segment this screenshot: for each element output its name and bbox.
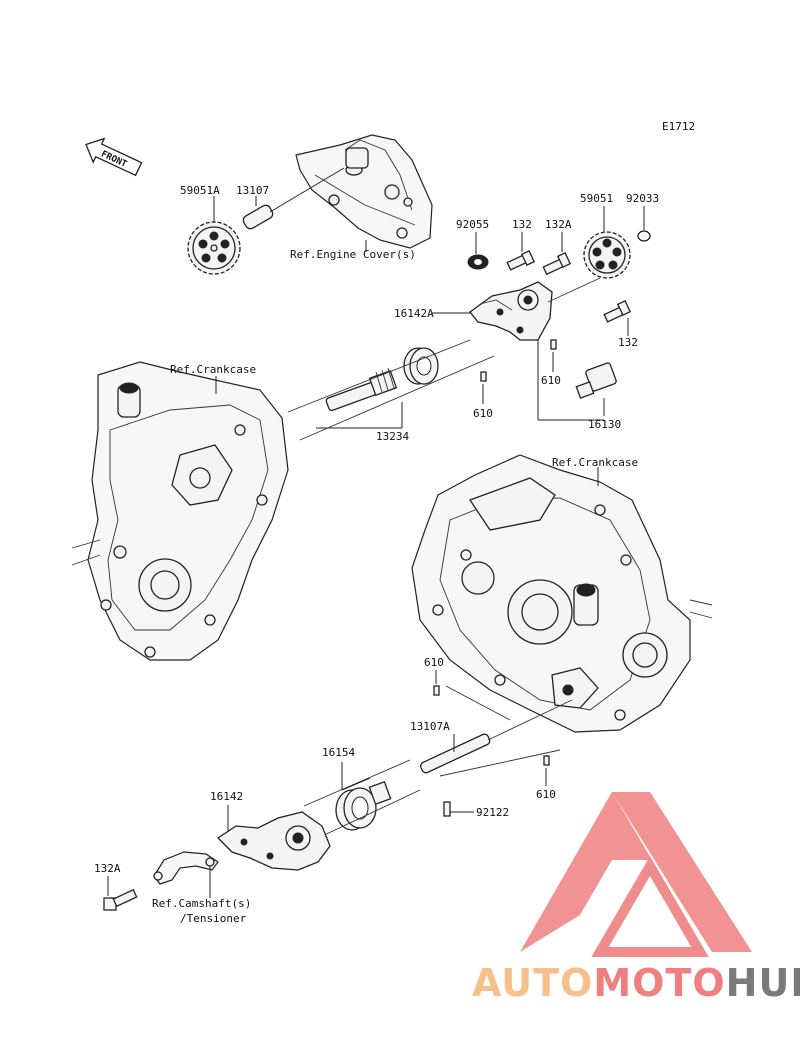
- label-132-top: 132: [512, 218, 532, 231]
- ref-crankcase-left: Ref.Crankcase: [170, 363, 256, 376]
- seal-92055: [467, 254, 489, 270]
- shaft-13107: [242, 167, 345, 230]
- diagram-code: E1712: [662, 120, 695, 133]
- ref-camshaft: Ref.Camshaft(s): [152, 897, 251, 910]
- label-92033: 92033: [626, 192, 659, 205]
- camshaft-tensioner-ref-drawing: [153, 851, 219, 885]
- rotor-13234: [403, 347, 439, 385]
- ref-crankcase-right: Ref.Crankcase: [552, 456, 638, 469]
- bolt-132a-top: [542, 252, 572, 276]
- label-59051a: 59051A: [180, 184, 220, 197]
- label-132-right: 132: [618, 336, 638, 349]
- label-13234: 13234: [376, 430, 409, 443]
- dowel-pin-c: [433, 685, 440, 696]
- ref-engine-cover: Ref.Engine Cover(s): [290, 248, 416, 261]
- dowel-pin-b: [480, 371, 487, 382]
- label-92055: 92055: [456, 218, 489, 231]
- bolt-132-right: [603, 300, 632, 323]
- label-13107a: 13107A: [410, 720, 450, 733]
- label-16142a: 16142A: [394, 307, 434, 320]
- crankcase-left-drawing: [71, 361, 289, 661]
- sprocket-59051a: [187, 221, 241, 275]
- label-13107: 13107: [236, 184, 269, 197]
- label-610-b: 610: [473, 407, 493, 420]
- label-16130: 16130: [588, 418, 621, 431]
- pump-shaft-13234: [325, 367, 398, 412]
- label-92122: 92122: [476, 806, 509, 819]
- pin-92122: [443, 801, 451, 817]
- label-59051: 59051: [580, 192, 613, 205]
- logo-moto: MOTO: [593, 961, 725, 1005]
- svg-text:AUTOMOTOHUB: AUTOMOTOHUB: [472, 961, 800, 1005]
- label-610-a: 610: [541, 374, 561, 387]
- oil-pump-cover-16142a: [469, 281, 553, 341]
- label-16142: 16142: [210, 790, 243, 803]
- bolt-132-top: [506, 250, 536, 271]
- sprocket-59051: [583, 231, 631, 279]
- label-132a-bottom: 132A: [94, 862, 121, 875]
- rotor-16154: [335, 780, 392, 831]
- oil-fitting-16130: [575, 362, 617, 399]
- logo-hub: HUB: [726, 961, 800, 1005]
- shaft-13107a: [420, 733, 491, 774]
- label-610-c: 610: [424, 656, 444, 669]
- engine-cover-ref-drawing: [295, 134, 433, 249]
- ref-tensioner: /Tensioner: [180, 912, 247, 925]
- oil-pump-body-16142: [216, 811, 331, 871]
- circlip-92033: [637, 230, 651, 242]
- automotohub-logo: AUTOMOTOHUB: [472, 792, 800, 1005]
- bolt-132a-bottom: [103, 888, 138, 911]
- dowel-pin-a: [550, 339, 557, 350]
- logo-auto: AUTO: [472, 961, 593, 1005]
- label-610-d: 610: [536, 788, 556, 801]
- dowel-pin-d: [543, 755, 550, 766]
- label-132a-top: 132A: [545, 218, 572, 231]
- label-16154: 16154: [322, 746, 355, 759]
- crankcase-right-drawing: [411, 454, 713, 733]
- front-arrow-icon: FRONT: [85, 137, 143, 177]
